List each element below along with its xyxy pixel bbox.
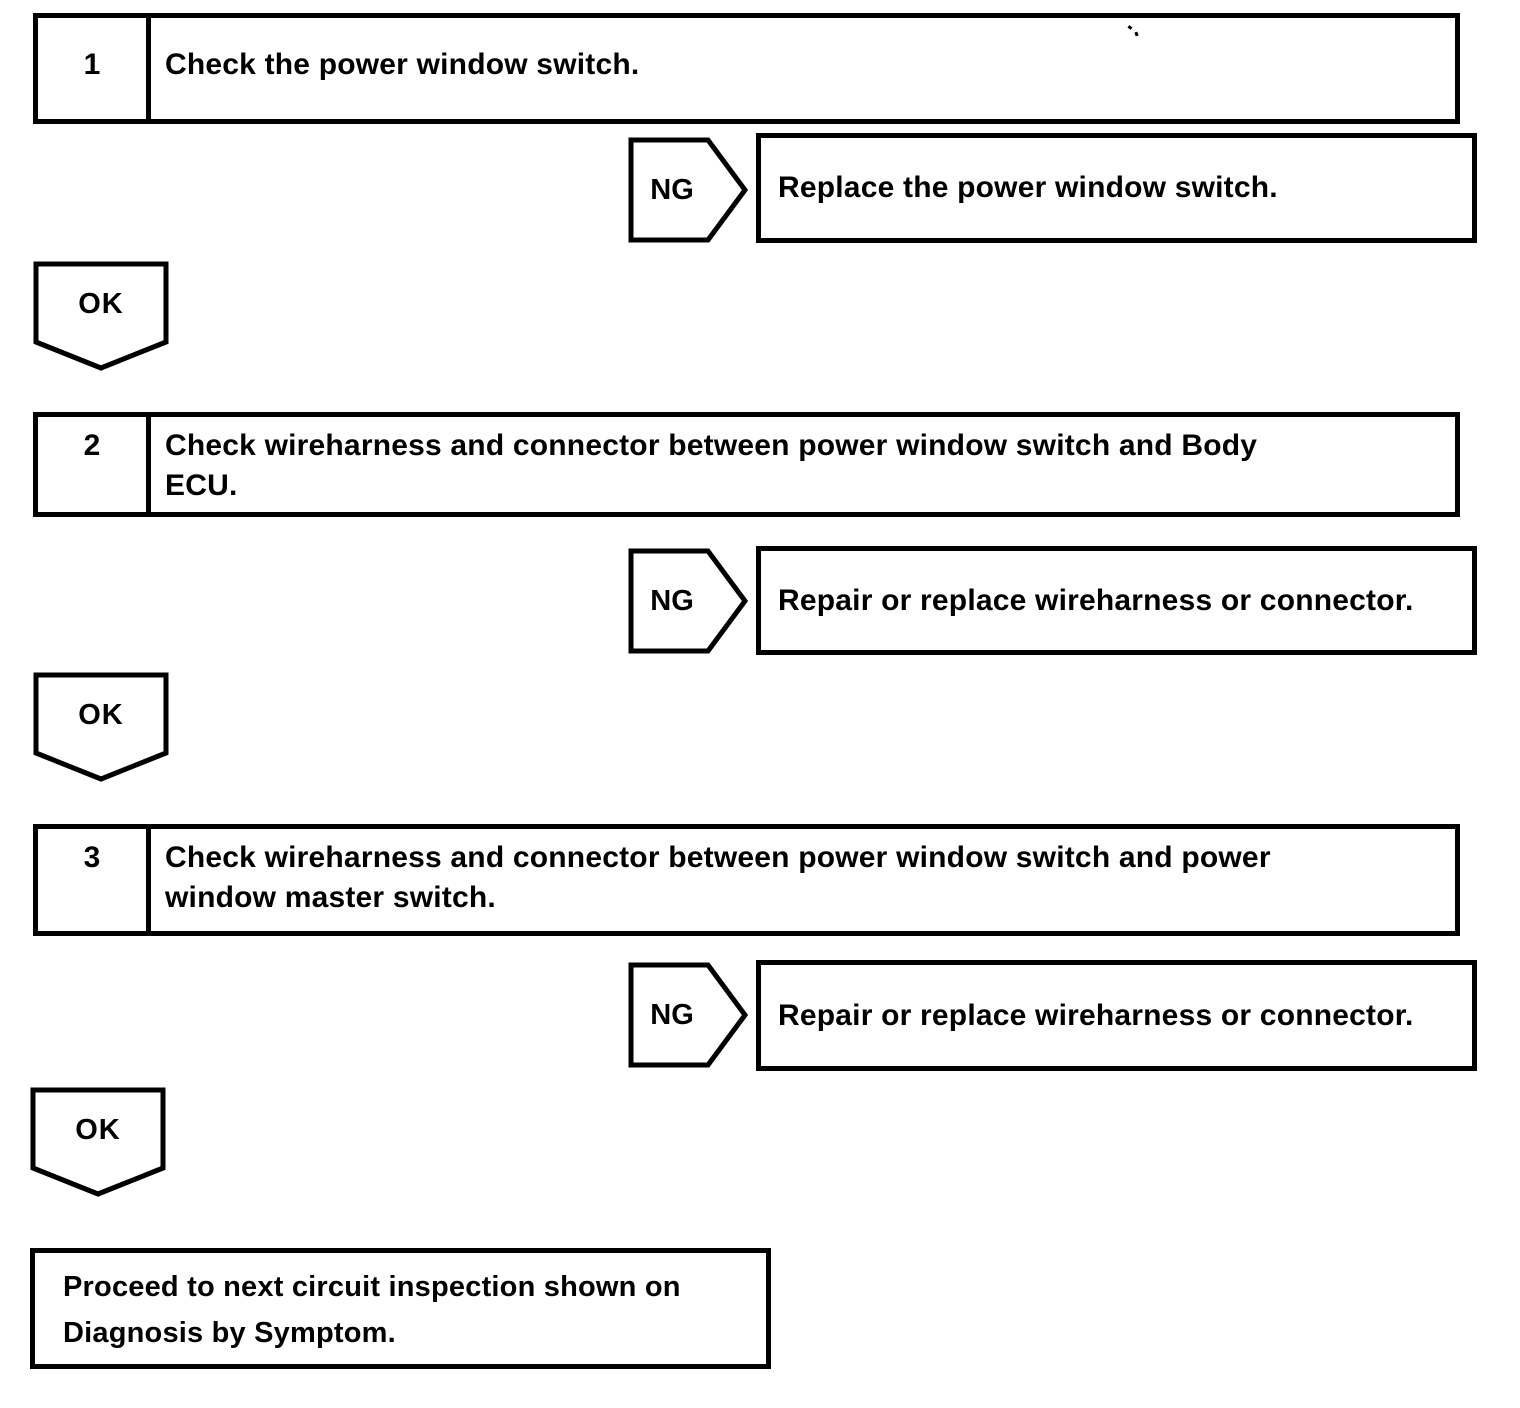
step-2-ok-arrow: OK [33, 672, 169, 784]
step-2-ng-arrow: NG [628, 548, 748, 654]
step-1-number: 1 [38, 18, 151, 119]
ng-pentagon-icon [628, 962, 748, 1068]
step-2-number: 2 [38, 417, 151, 512]
step-3-ng-arrow: NG [628, 962, 748, 1068]
ok-pentagon-icon [30, 1087, 166, 1197]
step-1-ng-result-box: Replace the power window switch. [756, 133, 1477, 243]
ok-pentagon-icon [33, 672, 169, 782]
step-3-ng-label: NG [650, 998, 694, 1031]
step-2-title: Check wireharness and connector between … [151, 417, 1455, 512]
step-3-ok-label: OK [75, 1114, 121, 1147]
step-3-ok-arrow: OK [30, 1087, 166, 1199]
step-2-title-line-2: ECU. [165, 469, 238, 502]
step-2-ok-label: OK [78, 699, 124, 732]
step-1-title-line-1: Check the power window switch. [165, 48, 640, 81]
step-2-ng-result-text: Repair or replace wireharness or connect… [778, 583, 1414, 617]
step-2-ng-result-box: Repair or replace wireharness or connect… [756, 546, 1477, 655]
step-2-ng-label: NG [650, 584, 694, 617]
step-3-number: 3 [38, 829, 151, 931]
scan-speckle [1128, 26, 1140, 38]
step-1-ng-label: NG [650, 173, 694, 206]
ng-pentagon-icon [628, 137, 748, 243]
step-3-title-line-1: Check wireharness and connector between … [165, 841, 1271, 874]
final-instruction-line-2: Diagnosis by Symptom. [63, 1317, 396, 1349]
step-3-title-line-2: window master switch. [165, 881, 496, 914]
step-3-ng-result-box: Repair or replace wireharness or connect… [756, 960, 1477, 1071]
ng-pentagon-icon [628, 548, 748, 654]
step-1-ng-result-text: Replace the power window switch. [778, 171, 1278, 204]
step-3-ng-result-text: Repair or replace wireharness or connect… [778, 998, 1414, 1032]
step-1-ok-arrow: OK [33, 261, 169, 373]
step-3-title: Check wireharness and connector between … [151, 829, 1455, 931]
ok-pentagon-icon [33, 261, 169, 371]
step-1-title: Check the power window switch. [151, 18, 1455, 119]
step-2-box: 2 Check wireharness and connector betwee… [33, 412, 1460, 517]
final-instruction-box: Proceed to next circuit inspection shown… [30, 1248, 771, 1369]
step-2-title-line-1: Check wireharness and connector between … [165, 429, 1258, 462]
step-1-box: 1 Check the power window switch. [33, 13, 1460, 124]
step-3-box: 3 Check wireharness and connector betwee… [33, 824, 1460, 936]
step-1-ok-label: OK [78, 288, 124, 321]
final-instruction-line-1: Proceed to next circuit inspection shown… [63, 1271, 681, 1303]
step-1-ng-arrow: NG [628, 137, 748, 243]
